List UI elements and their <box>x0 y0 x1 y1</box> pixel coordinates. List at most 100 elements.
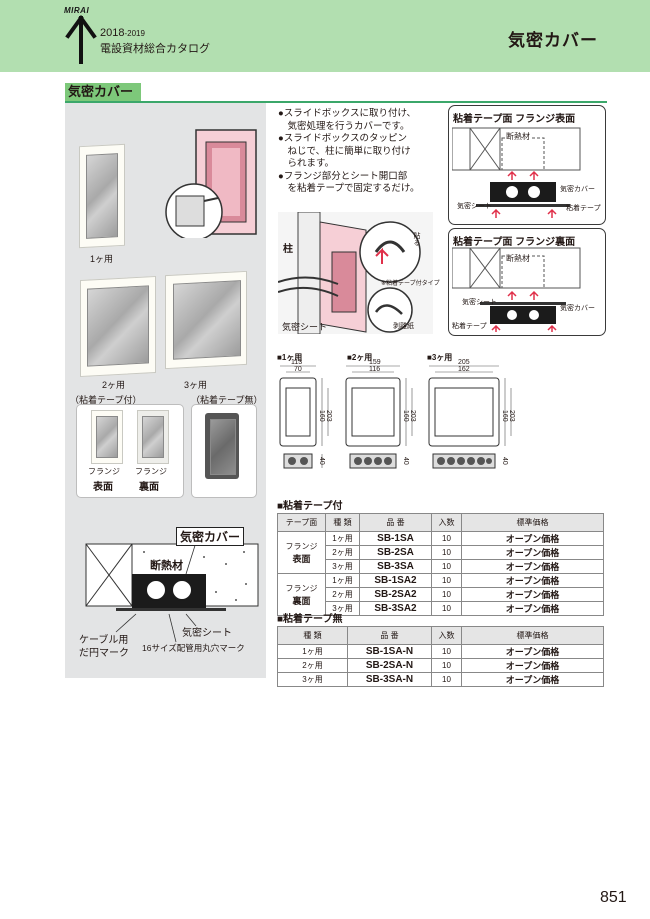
header-band <box>0 0 650 72</box>
feature-2-line-3: られます。 <box>278 158 335 169</box>
table-row: 1ヶ用 SB-1SA-N 10 オープン価格 <box>277 644 604 659</box>
dim-3-w-outer: 205 <box>458 359 470 366</box>
cell-price: オープン価格 <box>461 559 604 574</box>
face-back-line-2: 裏面 <box>292 595 311 606</box>
dim-drawing-3 <box>428 365 512 469</box>
th-face: テープ面 <box>277 513 326 532</box>
feature-3-line-1: ●フランジ部分とシート開口部 <box>278 170 408 182</box>
dim-2-h-inner: 160 <box>402 410 409 422</box>
tape-front-sheet: 気密シート <box>457 203 492 210</box>
pillar-label: 柱 <box>283 244 293 255</box>
caption-flange-front-2: 表面 <box>93 482 113 493</box>
cable-mark-label-2: だ円マーク <box>79 648 129 659</box>
table-tape-header: テープ面 種 類 品 番 入数 標準価格 <box>277 513 604 532</box>
cell-code: SB-3SA-N <box>347 672 432 687</box>
cell-price: オープン価格 <box>461 672 604 687</box>
tape-front-insulation: 断熱材 <box>506 131 530 142</box>
peel-paper-label: 剥離紙 <box>393 323 414 330</box>
cell-price: オープン価格 <box>461 531 604 546</box>
cross-section-diagram <box>85 535 259 643</box>
tape-back-diagram <box>452 247 581 332</box>
page-number: 851 <box>600 889 627 906</box>
catalog-name: 電設資材総合カタログ <box>100 43 210 55</box>
mirai-logo-icon <box>65 15 97 64</box>
attach-label: 貼る <box>413 232 420 246</box>
feature-1: ●スライドボックスに取り付け、 気密処理を行うカバーです。 <box>278 108 438 133</box>
photo-1-gang <box>79 143 125 249</box>
th-price: 標準価格 <box>461 513 604 532</box>
feature-2-line-1: ●スライドボックスのタッピン <box>278 133 407 144</box>
photo-flange-front-window <box>96 416 118 458</box>
cell-type: 3ヶ用 <box>325 559 360 574</box>
tape-back-sheet: 気密シート <box>462 299 497 306</box>
photo-flange-front <box>91 410 123 464</box>
cell-code: SB-1SA <box>359 531 432 546</box>
dim-3-depth: 40 <box>501 457 508 465</box>
cell-code: SB-2SA <box>359 545 432 560</box>
th-code: 品 番 <box>359 513 432 532</box>
tape-back-cover: 気密カバー <box>560 305 595 312</box>
th-price: 標準価格 <box>461 626 604 645</box>
caption-3-gang: 3ヶ用 <box>184 380 208 390</box>
cell-type: 2ヶ用 <box>325 587 360 602</box>
cell-qty: 10 <box>431 644 462 659</box>
section-title: 気密カバー <box>65 83 142 101</box>
caption-without-tape: （粘着テープ無） <box>191 395 263 405</box>
year-suffix: -2019 <box>124 29 145 38</box>
page-title: 気密カバー <box>508 31 598 50</box>
caption-with-tape: （粘着テープ付） <box>70 395 142 405</box>
dim-drawing-1 <box>279 365 329 469</box>
caption-2-gang: 2ヶ用 <box>102 380 126 390</box>
cell-type: 1ヶ用 <box>277 644 348 659</box>
caption-1-gang: 1ヶ用 <box>90 254 114 264</box>
face-front-cell: フランジ表面 <box>277 531 326 574</box>
photo-flange-back-window <box>142 416 164 458</box>
dim-3-w-inner: 162 <box>458 366 470 373</box>
table-row: 2ヶ用 SB-2SA2 10 オープン価格 <box>278 587 604 602</box>
cell-qty: 10 <box>431 559 462 574</box>
table-row: 3ヶ用 SB-3SA-N 10 オープン価格 <box>277 672 604 687</box>
cell-qty: 10 <box>431 672 462 687</box>
cell-type: 3ヶ用 <box>277 672 348 687</box>
photo-1-gang-window <box>86 153 118 239</box>
th-code: 品 番 <box>347 626 432 645</box>
cell-qty: 10 <box>431 573 462 588</box>
th-qty: 入数 <box>431 513 462 532</box>
cell-qty: 10 <box>431 601 462 616</box>
table-row: 2ヶ用 SB-2SA-N 10 オープン価格 <box>277 658 604 673</box>
table-row: 2ヶ用 SB-2SA 10 オープン価格 <box>278 545 604 560</box>
tape-front-tape: 粘着テープ <box>566 205 601 212</box>
dim-1-h-outer: 203 <box>325 410 332 422</box>
dim-2-w-inner: 116 <box>369 366 381 373</box>
table-notape: 種 類 品 番 入数 標準価格 1ヶ用 SB-1SA-N 10 オープン価格 2… <box>277 626 604 687</box>
table-notape-header: 種 類 品 番 入数 標準価格 <box>277 626 604 645</box>
cell-price: オープン価格 <box>461 587 604 602</box>
cell-qty: 10 <box>431 545 462 560</box>
feature-2: ●スライドボックスのタッピン ねじで、柱に簡単に取り付け られます。 <box>278 133 438 171</box>
photo-2-gang-window <box>87 285 149 367</box>
feature-list: ●スライドボックスに取り付け、 気密処理を行うカバーです。 ●スライドボックスの… <box>278 108 438 196</box>
photo-without-tape <box>205 413 239 479</box>
caption-flange-back-2: 裏面 <box>139 482 159 493</box>
pipe-mark-label: 16サイズ配管用丸穴マーク <box>142 643 245 653</box>
feature-1-line-2: 気密処理を行うカバーです。 <box>278 120 410 132</box>
catalog-year: 2018-2019 <box>100 27 145 39</box>
feature-1-line-1: ●スライドボックスに取り付け、 <box>278 108 416 119</box>
table-row: 3ヶ用 SB-3SA2 10 オープン価格 <box>278 601 604 616</box>
cell-type: 1ヶ用 <box>325 531 360 546</box>
section-rule <box>65 83 607 103</box>
table-notape-title: ■粘着テープ無 <box>277 614 343 625</box>
dim-3-h-inner: 160 <box>501 410 508 422</box>
feature-3: ●フランジ部分とシート開口部 を粘着テープで固定するだけ。 <box>278 171 438 196</box>
feature-3-line-2: を粘着テープで固定するだけ。 <box>278 183 420 194</box>
cell-price: オープン価格 <box>461 573 604 588</box>
cell-price: オープン価格 <box>461 644 604 659</box>
face-front-line-1: フランジ <box>285 541 318 551</box>
cable-mark-label-1: ケーブル用 <box>79 635 129 646</box>
dim-drawing-2 <box>345 365 413 469</box>
dim-1-w-inner: 70 <box>294 366 302 373</box>
photo-2-gang <box>80 276 156 377</box>
cover-callout: 気密カバー <box>176 527 245 546</box>
dim-1-label: ■1ヶ用 <box>277 353 303 362</box>
dim-2-label: ■2ヶ用 <box>347 353 373 362</box>
